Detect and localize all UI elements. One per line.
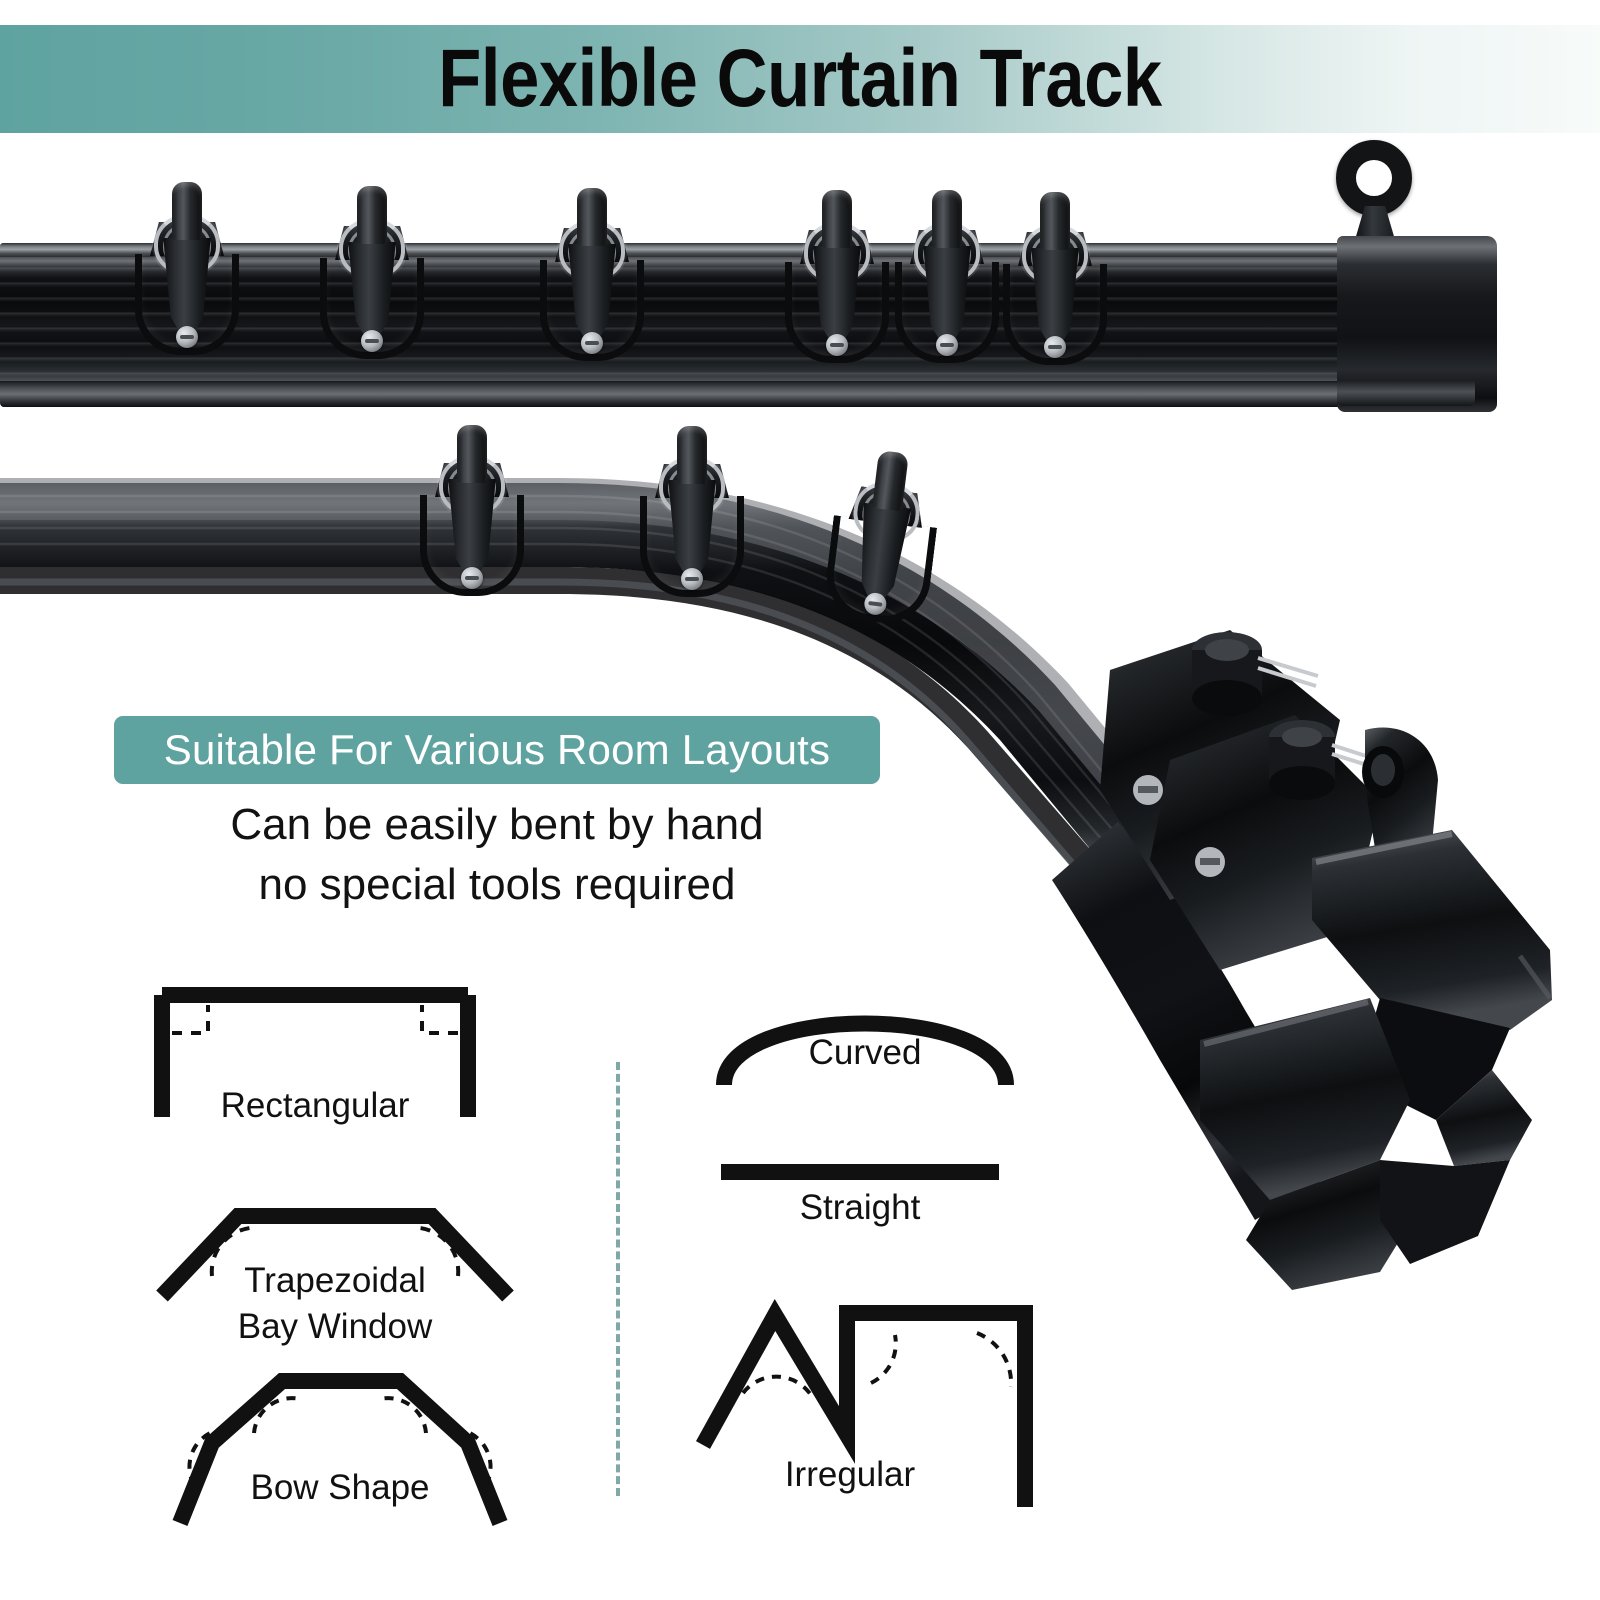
- eyelet-ring-icon: [1336, 140, 1412, 216]
- shape-label-bow: Bow Shape: [250, 1468, 430, 1507]
- bracket-post-icon: [822, 190, 852, 248]
- connector-screw-icon: [1195, 847, 1225, 877]
- bracket-screw-icon: [936, 334, 958, 356]
- bracket-post-icon: [677, 426, 707, 484]
- bracket-body: [923, 246, 971, 338]
- bracket-screw-icon: [461, 567, 483, 589]
- bracket-hook: [320, 258, 424, 359]
- bracket-hook: [135, 254, 239, 355]
- bracket-post-icon: [172, 182, 202, 240]
- shape-label-straight: Straight: [799, 1188, 921, 1227]
- rail-bottom-lip: [0, 381, 1395, 407]
- shape-label-line-1: Trapezoidal: [244, 1261, 426, 1300]
- shape-irregular-diagram: [696, 1298, 1033, 1507]
- bracket-body: [568, 244, 616, 336]
- shape-curved-diagram: [716, 1015, 1014, 1087]
- shape-bow-diagram: [172, 1373, 508, 1526]
- shape-trapezoidal-bay-window-diagram: [156, 1208, 514, 1302]
- column-divider: [616, 1062, 620, 1496]
- rail-profile-head: [1200, 830, 1553, 1290]
- bracket-body: [668, 480, 716, 572]
- bracket-hook: [785, 262, 889, 363]
- bracket-post-icon: [577, 188, 607, 246]
- bracket-screw-icon: [176, 326, 198, 348]
- bracket-hook: [640, 496, 744, 597]
- feature-description-line-2: no special tools required: [258, 860, 736, 909]
- shape-label-curved: Curved: [808, 1033, 922, 1072]
- room-layouts-badge-label: Suitable For Various Room Layouts: [163, 726, 831, 773]
- connector-post-icon: [1269, 720, 1335, 800]
- shape-label-rectangular: Rectangular: [220, 1086, 410, 1125]
- bracket-hook: [540, 260, 644, 361]
- bracket-screw-icon: [581, 332, 603, 354]
- bracket-post-icon: [457, 425, 487, 483]
- bracket-post-icon: [357, 186, 387, 244]
- shape-rectangular-diagram: [154, 987, 476, 1117]
- connector-screw-icon: [1133, 775, 1163, 805]
- feature-description: Can be easily bent by hand no special to…: [114, 795, 880, 915]
- room-layouts-badge: Suitable For Various Room Layouts: [114, 716, 880, 784]
- bracket-body: [163, 238, 211, 330]
- bracket-screw-icon: [361, 330, 383, 352]
- shape-label-trapezoidal-bay-window: Trapezoidal Bay Window: [150, 1258, 520, 1350]
- rail-end-profile-assembly: [1100, 630, 1553, 1290]
- feature-description-line-1: Can be easily bent by hand: [230, 800, 764, 849]
- shape-straight-diagram: [721, 1164, 999, 1180]
- bracket-post-icon: [932, 190, 962, 248]
- bracket-hook: [895, 262, 999, 363]
- bracket-hook: [1003, 264, 1107, 365]
- connector-post-icon: [1192, 632, 1262, 716]
- shape-label-irregular: Irregular: [784, 1455, 916, 1494]
- bracket-hook: [420, 495, 524, 596]
- bracket-body: [1031, 248, 1079, 340]
- header-banner: [0, 25, 1600, 133]
- cotter-pin-icon: [1257, 656, 1319, 688]
- bracket-screw-icon: [681, 568, 703, 590]
- bracket-post-icon: [1040, 192, 1070, 250]
- shape-label-line-2: Bay Window: [237, 1307, 433, 1346]
- bracket-body: [348, 242, 396, 334]
- page-title: Flexible Curtain Track: [438, 33, 1162, 124]
- bracket-body: [813, 246, 861, 338]
- endcap-block: [1337, 236, 1497, 412]
- bracket-screw-icon: [826, 334, 848, 356]
- bracket-screw-icon: [1044, 336, 1066, 358]
- bracket-body: [448, 479, 496, 571]
